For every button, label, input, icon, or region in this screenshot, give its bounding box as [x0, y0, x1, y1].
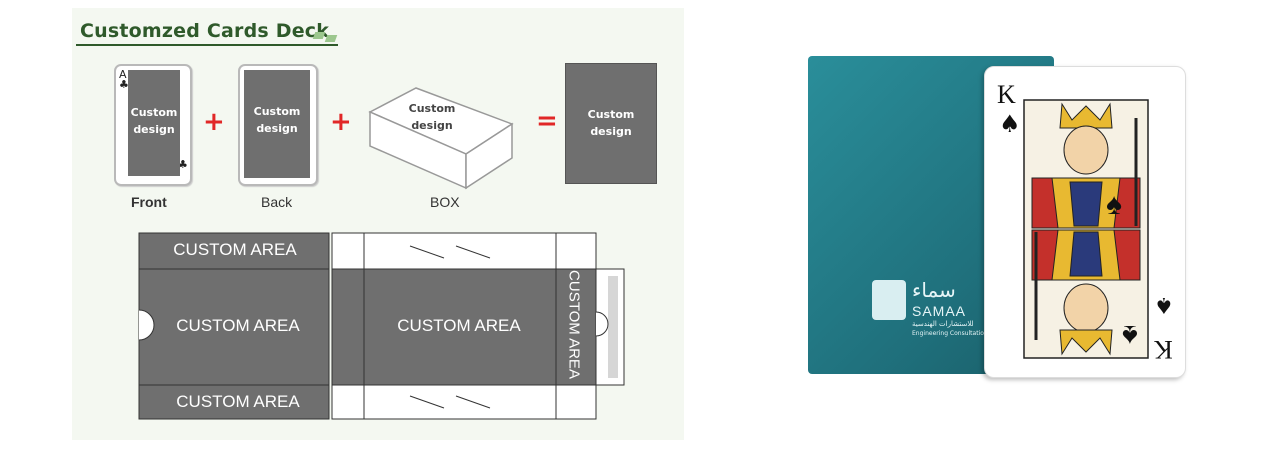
title-underline: [76, 44, 338, 46]
king-figure-icon: ♠ ♠: [1023, 99, 1149, 359]
card-rank-top: K: [997, 80, 1016, 109]
front-corner-suit: ♣: [119, 78, 129, 91]
front-corner-suit-bottom: ♣: [178, 158, 188, 171]
brand-sub-arabic: للاستشارات الهندسية: [912, 320, 974, 328]
samaa-logo-icon: [872, 280, 906, 320]
back-custom-design: Custom design: [244, 70, 310, 178]
card-rank-bottom: K: [1154, 335, 1173, 364]
plus-sign-2: +: [330, 107, 352, 137]
box-custom-design: Custom design: [408, 102, 456, 132]
back-label: Back: [261, 194, 293, 210]
box-label: BOX: [430, 194, 460, 210]
template-side-area: CUSTOM AREA: [565, 270, 583, 379]
template-middle-center-area: CUSTOM AREA: [397, 316, 521, 335]
svg-text:♠: ♠: [1106, 188, 1122, 221]
brand-arabic: سماء: [912, 278, 956, 302]
card-suit-top-icon: ♠: [999, 110, 1021, 138]
front-label: Front: [131, 194, 167, 210]
box-template-diagram: [138, 232, 625, 420]
plus-sign-1: +: [203, 107, 225, 137]
template-bottom-area: CUSTOM AREA: [176, 392, 300, 411]
box-outline-icon: [368, 87, 514, 190]
template-top-area: CUSTOM AREA: [173, 240, 297, 259]
brand-latin: SAMAA: [912, 303, 967, 319]
brand-sub-english: Engineering Consultation: [912, 330, 988, 337]
equals-sign: =: [536, 106, 558, 136]
front-custom-design: Custom design: [128, 70, 180, 176]
template-middle-left-area: CUSTOM AREA: [176, 316, 300, 335]
page-title: Customzed Cards Deck: [80, 20, 330, 42]
front-corner-rank: A: [119, 68, 127, 81]
result-custom-design: Custom design: [565, 63, 657, 184]
card-suit-bottom-icon: ♠: [1154, 292, 1174, 317]
svg-text:♠: ♠: [1122, 319, 1138, 352]
